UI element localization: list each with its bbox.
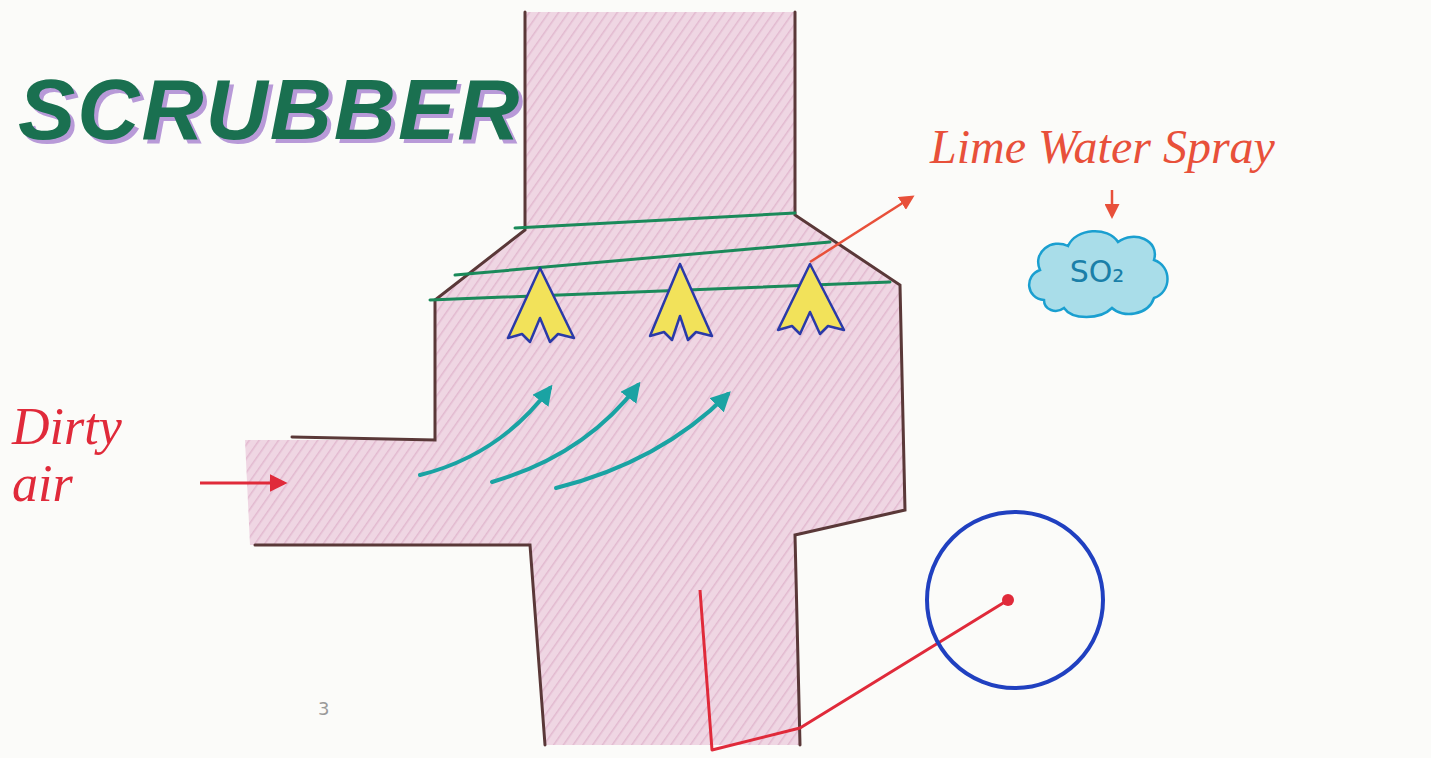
spray-nozzles [508, 264, 844, 342]
page-mark: 3 [318, 698, 348, 720]
inlet-label: Dirty air [12, 398, 182, 512]
settling-tank [927, 512, 1103, 688]
tank-center-dot [1002, 594, 1014, 606]
so2-leader-arrow [1111, 190, 1114, 216]
node-text: SO₂ [1070, 254, 1125, 289]
gas-flow-arrows [420, 385, 728, 488]
cloud-node: SO₂ [1022, 222, 1172, 320]
spray-label: Lime Water Spray [930, 118, 1420, 176]
diagram-title: SCRUBBER [18, 60, 521, 159]
inlet-arrow [200, 482, 284, 485]
spray-leader-arrow [810, 197, 912, 262]
cloud-outline [1029, 231, 1167, 317]
